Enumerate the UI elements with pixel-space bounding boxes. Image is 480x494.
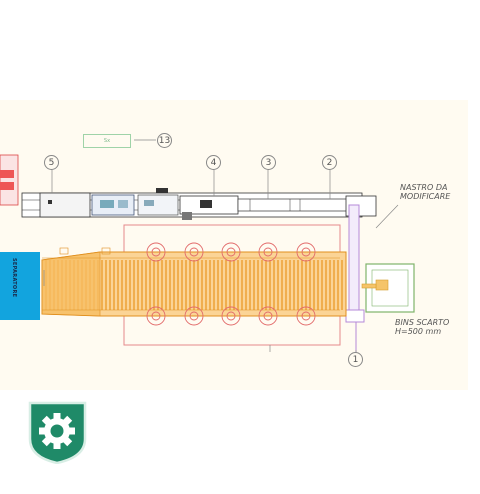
callout-13: 13 [157, 133, 172, 148]
robot-hub [263, 311, 273, 321]
robot-base [146, 306, 166, 326]
gear-tooth [61, 415, 73, 427]
robot-hub [189, 247, 199, 257]
left-equipment [0, 154, 19, 206]
gear-tooth [53, 413, 61, 421]
robot-hub [301, 311, 311, 321]
robot-base [146, 242, 166, 262]
robot-hub [189, 311, 199, 321]
robot-hub [226, 311, 236, 321]
bins-note-line2: H=500 mm [395, 327, 442, 336]
robots [146, 242, 316, 326]
robot-hub [301, 247, 311, 257]
gear-tooth [41, 415, 53, 427]
reject-chute [345, 204, 365, 362]
gear-tooth [53, 441, 61, 449]
callout-2: 2 [322, 155, 337, 170]
component-tag: Sx [83, 134, 131, 148]
bins-note: BINS SCARTO H=500 mm [395, 318, 449, 336]
robot-hub [226, 247, 236, 257]
robot-base [258, 242, 278, 262]
gear-tooth [41, 435, 53, 447]
reject-bin [361, 263, 415, 313]
robot-hub [151, 247, 161, 257]
conveyor-note: NASTRO DA MODIFICARE [400, 183, 450, 201]
callout-5: 5 [44, 155, 59, 170]
robot-hub [263, 247, 273, 257]
callout-4: 4 [206, 155, 221, 170]
robot-hub [151, 311, 161, 321]
robot-base [296, 306, 316, 326]
gear-tooth [67, 427, 75, 435]
gear-icon[interactable] [26, 401, 89, 464]
cad-drawing: Sx 5 4 3 2 13 1 NASTRO DA MODIFICARE BIN… [0, 100, 468, 390]
robot-base [184, 306, 204, 326]
separator-unit: SEPARATORE [0, 252, 40, 320]
conveyor-note-line2: MODIFICARE [400, 192, 451, 201]
gear-tooth [61, 435, 73, 447]
conveyor-note-line1: NASTRO DA [400, 183, 448, 192]
roller-conveyor [41, 247, 347, 317]
cad-lines [0, 139, 415, 362]
robot-base [184, 242, 204, 262]
leader-lines [43, 139, 399, 358]
robot-base [221, 306, 241, 326]
separator-label: SEPARATORE [11, 258, 17, 298]
gear-tooth [39, 427, 47, 435]
bins-note-line1: BINS SCARTO [395, 318, 450, 327]
robot-base [221, 242, 241, 262]
callout-3: 3 [261, 155, 276, 170]
upper-conveyor [21, 188, 377, 220]
callout-1: 1 [348, 352, 363, 367]
robot-base [296, 242, 316, 262]
robot-base [258, 306, 278, 326]
